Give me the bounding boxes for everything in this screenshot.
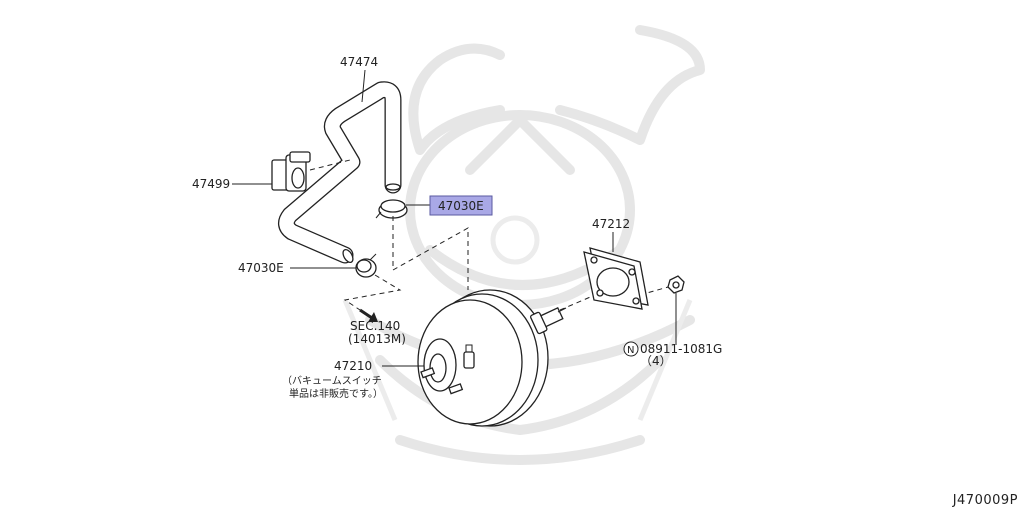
highlight-box: [429, 195, 493, 216]
hose-clamp-lower: [355, 253, 377, 278]
nut-part-number: 08911-1081G: [640, 342, 722, 356]
nut-quantity: （4）: [640, 354, 672, 368]
label-booster-note-line1: （バキュームスイッチ: [282, 375, 382, 387]
vacuum-hose-47474: [278, 81, 402, 264]
label-hose-holder[interactable]: 47499: [192, 177, 230, 191]
leader-lines: [232, 69, 677, 367]
nut-symbol-circle: [623, 341, 639, 357]
gasket-47212: [583, 247, 649, 310]
label-gasket[interactable]: 47212: [592, 217, 630, 231]
diagram-code: J470009P: [952, 493, 1018, 508]
label-booster[interactable]: 47210: [334, 359, 372, 373]
brake-booster-47210: [417, 289, 567, 427]
label-clamp-lower[interactable]: 47030E: [238, 261, 284, 275]
label-nut[interactable]: N 08911-1081G （4）: [623, 341, 722, 368]
nut-symbol: N: [627, 345, 634, 356]
arrow-icon: [359, 308, 378, 322]
label-booster-note-line2: 単品は非販売です。）: [289, 387, 383, 400]
label-clamp-upper[interactable]: 47030E: [438, 199, 484, 213]
label-hose[interactable]: 47474: [340, 55, 378, 69]
nut-08911-1081g: [667, 275, 685, 294]
label-sec-ref-line1[interactable]: SEC.140: [350, 319, 400, 333]
hose-holder-47499: [271, 151, 311, 192]
label-sec-ref-line2[interactable]: (14013M): [348, 332, 406, 346]
hose-clamp-upper: [375, 199, 408, 219]
